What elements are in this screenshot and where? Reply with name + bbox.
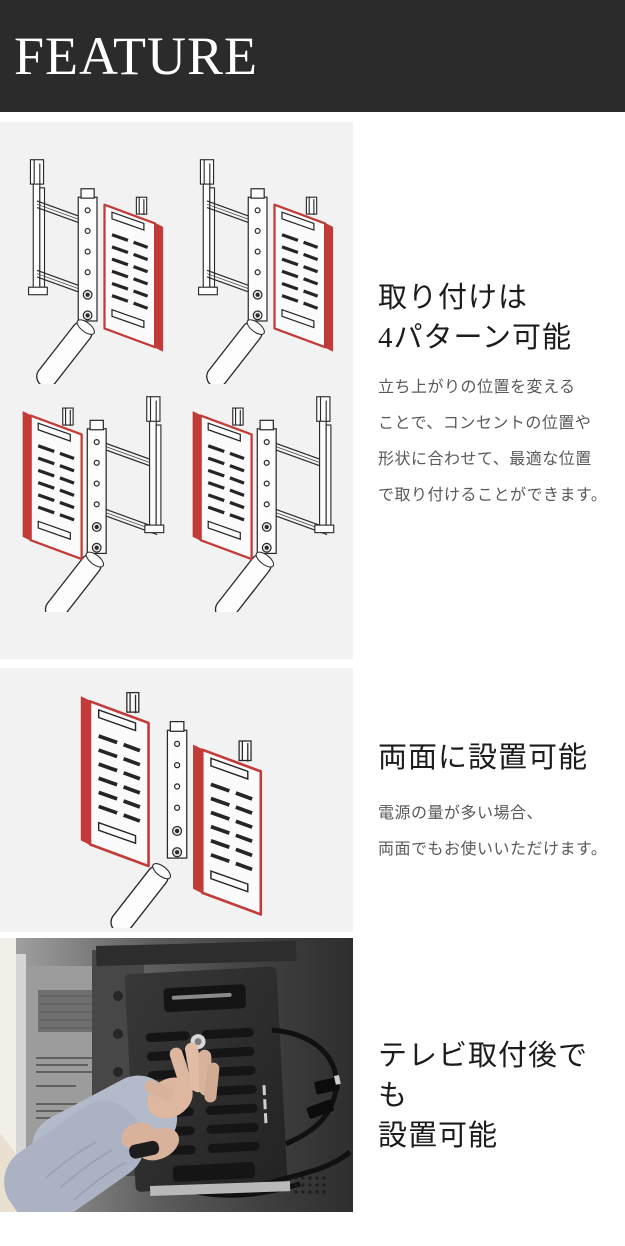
- body-line: ことで、コンセントの位置や: [378, 415, 592, 432]
- body-line: 形状に合わせて、最適な位置: [378, 451, 592, 468]
- double-sided-panel-diagram: [30, 672, 330, 928]
- feature-header: FEATURE: [0, 0, 625, 112]
- mount-patterns-text: 取り付けは 4パターン可能 立ち上がりの位置を変える ことで、コンセントの位置や…: [378, 278, 613, 514]
- section-heading-line: 4パターン可能: [378, 322, 573, 354]
- mount-pattern-top-right-diagram: [192, 152, 342, 384]
- section-heading-line: テレビ取付後でも: [378, 1040, 589, 1112]
- body-line: 立ち上がりの位置を変える: [378, 379, 576, 396]
- section-body: 立ち上がりの位置を変える ことで、コンセントの位置や 形状に合わせて、最適な位置…: [378, 370, 613, 514]
- mount-pattern-top-left-diagram: [22, 152, 172, 384]
- body-line: 両面でもお使いいただけます。: [378, 841, 608, 858]
- section-body: 電源の量が多い場合、 両面でもお使いいただけます。: [378, 796, 613, 868]
- section-heading-line: 設置可能: [378, 1120, 499, 1152]
- page-title: FEATURE: [14, 26, 259, 86]
- both-sides-text: 両面に設置可能 電源の量が多い場合、 両面でもお使いいただけます。: [378, 738, 613, 868]
- body-line: 電源の量が多い場合、: [378, 805, 544, 822]
- body-line: で取り付けることができます。: [378, 487, 608, 504]
- hands-installing-panel-photo: [0, 938, 353, 1225]
- both-sides-card: [0, 668, 353, 932]
- mount-pattern-bottom-left-diagram: [8, 374, 176, 612]
- hands: [4, 1042, 220, 1225]
- after-tv-install-text: テレビ取付後でも 設置可能: [378, 1036, 613, 1156]
- section-heading-line: 取り付けは: [378, 282, 529, 314]
- mount-patterns-card: [0, 122, 353, 659]
- mount-pattern-bottom-right-diagram: [178, 374, 346, 612]
- section-heading-line: 両面に設置可能: [378, 742, 589, 774]
